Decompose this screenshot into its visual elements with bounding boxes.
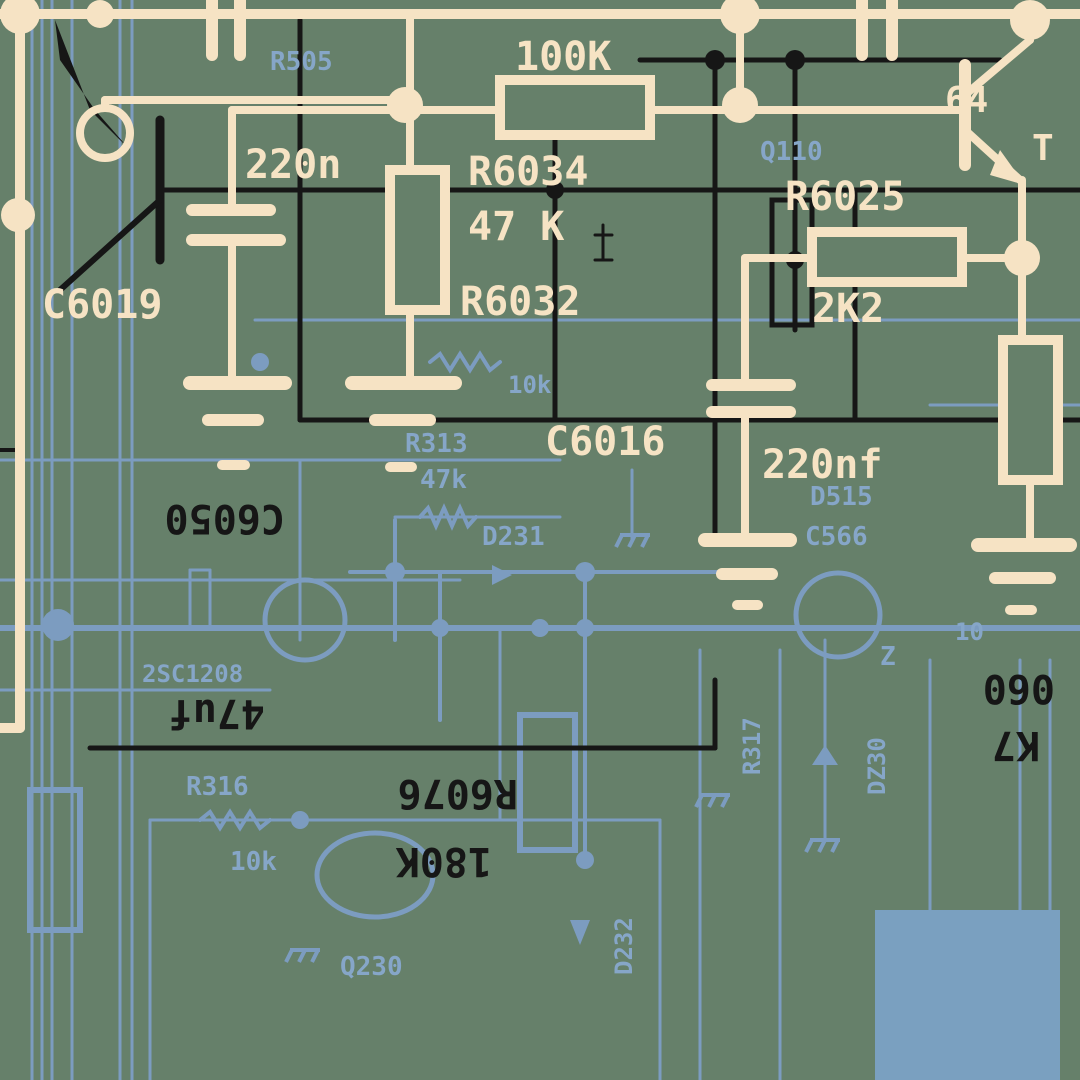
resistor-r6025: [807, 227, 967, 287]
label-c6050: C6050: [165, 495, 285, 541]
black-transistor-emitter: [57, 197, 163, 293]
label-2sc1208: 2SC1208: [142, 660, 243, 688]
black-labels: C6050 47uf R6076 180K 060 K7: [165, 495, 1055, 884]
junction-dot: [86, 0, 114, 28]
junction-dot: [1, 198, 35, 232]
label-z: Z: [880, 642, 896, 672]
junction-dot: [575, 562, 595, 582]
blue-diode: [812, 745, 838, 765]
label-10k-mid: 10k: [508, 371, 552, 399]
blue-labels: R505 Q110 R313 47k D231 D515 C566 R316 1…: [142, 47, 984, 982]
resistor-r6032: [385, 165, 450, 315]
transistor-q-blue: [793, 570, 883, 660]
junction-dot: [42, 609, 74, 641]
blue-zigzag-resistor: [198, 808, 272, 832]
label-220nf: 220nf: [762, 442, 882, 488]
label-c6016: C6016: [545, 419, 665, 465]
label-c6019: C6019: [42, 282, 162, 328]
ground-symbol: [284, 948, 320, 963]
resistor-right-vertical: [998, 335, 1063, 485]
label-k7: K7: [992, 722, 1040, 768]
junction-dot: [576, 851, 594, 869]
junction-dot: [385, 562, 405, 582]
blue-resistor-left: [27, 787, 83, 933]
label-r6032: R6032: [460, 279, 580, 325]
label-r6025: R6025: [785, 174, 905, 220]
transistor-q-blue: [262, 577, 348, 663]
label-47k: 47 K: [468, 204, 564, 250]
label-transistor-64: 64: [945, 80, 988, 121]
junction-dot: [291, 811, 309, 829]
label-t: T: [1032, 128, 1054, 169]
label-47k-small: 47k: [420, 465, 467, 495]
label-r6076: R6076: [398, 770, 518, 816]
ground-symbol: [804, 838, 840, 853]
label-dz30: DZ30: [863, 737, 891, 795]
label-r316: R316: [186, 772, 249, 802]
blue-diode: [492, 565, 512, 585]
label-c566: C566: [805, 522, 868, 552]
label-060: 060: [983, 665, 1055, 711]
blue-zigzag-resistor: [418, 503, 478, 531]
label-d232: D232: [610, 917, 638, 975]
ground-symbol: [694, 793, 730, 808]
transistor-emitter-circle: [76, 104, 134, 162]
label-d515: D515: [810, 482, 873, 512]
junction-dot: [431, 619, 449, 637]
blue-resistor-mid: [517, 712, 578, 853]
ground-symbol: [614, 533, 650, 548]
junction-dot: [387, 87, 423, 123]
label-r6034: R6034: [468, 149, 588, 195]
blue-diode: [570, 920, 590, 945]
transistor-arrow: [990, 150, 1025, 185]
junction-dot: [251, 353, 269, 371]
junction-dot: [720, 0, 760, 34]
label-r505: R505: [270, 47, 333, 77]
label-2k2: 2K2: [812, 286, 884, 332]
junction-dot: [1010, 0, 1050, 40]
junction-dot: [722, 87, 758, 123]
transistor-collector: [961, 36, 1034, 99]
junction-dot: [1004, 240, 1040, 276]
blue-zigzag-resistor: [428, 350, 502, 374]
label-100k: 100K: [515, 34, 611, 80]
junction-dot: [785, 50, 805, 70]
label-r313: R313: [405, 429, 468, 459]
label-10: 10: [955, 618, 984, 646]
junction-dot: [705, 50, 725, 70]
label-10k: 10k: [230, 847, 277, 877]
blue-fill-block: [875, 910, 1060, 1080]
label-d231: D231: [482, 522, 545, 552]
junction-dot: [546, 181, 564, 199]
label-180k: 180K: [396, 838, 492, 884]
junction-dot: [0, 0, 40, 34]
cream-wire-layer: [0, 0, 1080, 733]
label-q230: Q230: [340, 952, 403, 982]
junction-dot: [576, 619, 594, 637]
label-r317: R317: [738, 717, 766, 775]
label-220n: 220n: [245, 142, 341, 188]
label-47uf: 47uf: [169, 690, 265, 736]
transistor-q230: [314, 830, 436, 920]
resistor-100k: [495, 75, 655, 140]
cream-labels: 100K 220n R6034 47 K R6025 C6019 R6032 2…: [42, 34, 1054, 488]
junction-dot: [531, 619, 549, 637]
label-q110: Q110: [760, 137, 823, 167]
